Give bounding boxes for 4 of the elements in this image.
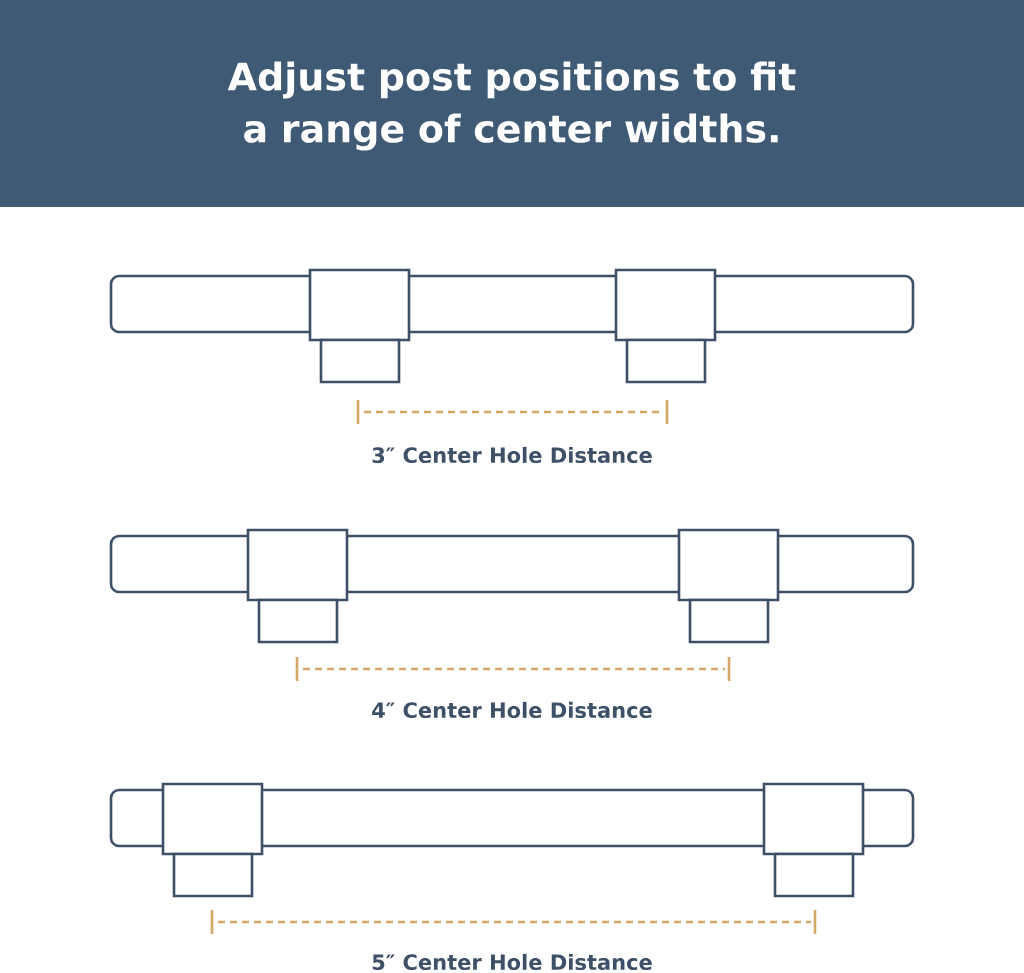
title-banner: Adjust post positions to fit a range of center widths. xyxy=(0,0,1024,207)
dimension-label: 3″ Center Hole Distance xyxy=(372,446,652,464)
dimension-label: 4″ Center Hole Distance xyxy=(372,701,652,719)
dimension-label: 5″ Center Hole Distance xyxy=(372,953,652,971)
